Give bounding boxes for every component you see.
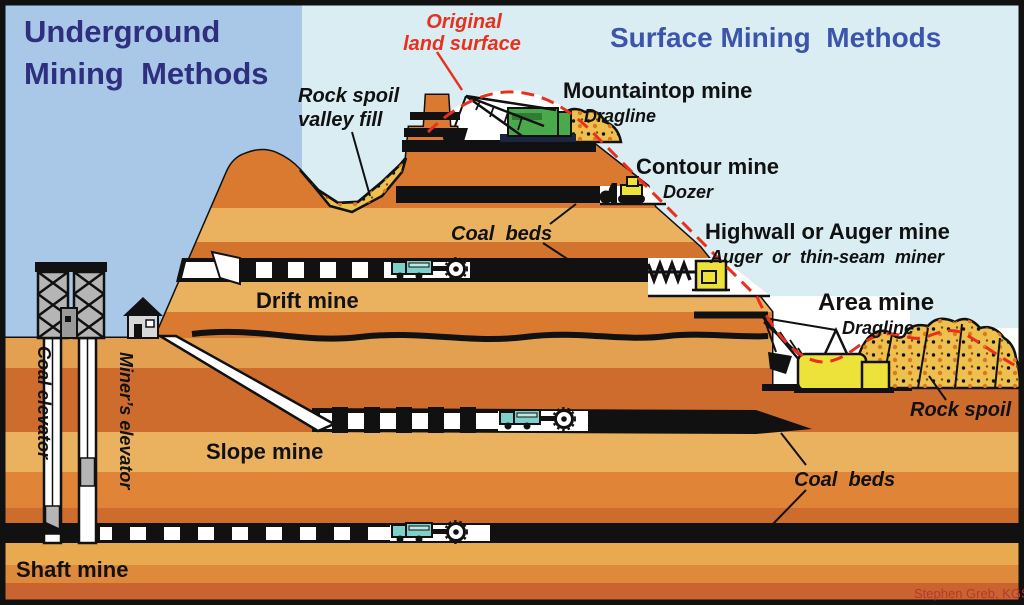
- original-land-surface-line: [426, 90, 1017, 368]
- area-mine-rock-spoil-piles: [855, 317, 1022, 390]
- slope-mine-label: Slope mine: [206, 439, 323, 464]
- rock-spoil-leader: [928, 375, 947, 401]
- mine-shafts: [42, 336, 98, 545]
- headframe-miners-elevator: [71, 262, 107, 340]
- coal-seam-a: [396, 186, 600, 203]
- valley-fill-speckles: [300, 158, 406, 212]
- mountaintop-mine-label: Mountaintop mine: [563, 78, 752, 103]
- drift-entrance-apron: [210, 250, 241, 286]
- coal-seam-thin-wavy: [191, 328, 769, 343]
- slope-portal-house: [123, 297, 163, 339]
- contour-mine-label: Contour mine: [636, 154, 779, 179]
- original-land-surface-leader: [435, 51, 464, 91]
- underground-title-line1: Underground: [24, 14, 220, 49]
- pyramid-stripe-1: [410, 112, 460, 120]
- highwall-equipment-label: Auger or thin-seam miner: [709, 247, 945, 267]
- mountaintop-equipment-label: Dragline: [584, 106, 656, 126]
- coal-beds-lower-label: Coal beds: [794, 469, 895, 491]
- coal-skip-car: [44, 505, 61, 535]
- shaft-shed: [60, 307, 78, 339]
- slope-mine-incline: [155, 334, 337, 433]
- surface-title: Surface Mining Methods: [610, 22, 941, 53]
- rock-spoil-valley-fill-label-line1: Rock spoil: [298, 85, 400, 107]
- drift-mine-label: Drift mine: [256, 288, 359, 313]
- contour-bulldozer: [599, 176, 645, 204]
- coal-beds-upper-label: Coal beds: [451, 223, 552, 245]
- valley-fill-leader: [351, 131, 371, 197]
- rock-spoil-label: Rock spoil: [910, 399, 1012, 421]
- highwall-mine-label: Highwall or Auger mine: [705, 219, 950, 244]
- contour-equipment-label: Dozer: [663, 182, 714, 202]
- original-land-surface-label-line2: land surface: [403, 33, 521, 55]
- area-equipment-label: Dragline: [842, 318, 914, 338]
- mountaintop-dragline: [440, 94, 576, 148]
- area-mine-dragline: [761, 315, 894, 393]
- miners-elevator-car: [79, 457, 96, 487]
- coal-beds-lower-leader-1: [780, 432, 807, 466]
- pyramid-stripe-2: [404, 128, 464, 137]
- coal-beds-lower-leader-2: [771, 489, 807, 526]
- highwall-auger-machine: [646, 259, 730, 292]
- leader-lines: [351, 131, 947, 526]
- credit-label: Stephen Greb, KGS: [914, 586, 1024, 601]
- shaft-mine-label: Shaft mine: [16, 557, 128, 582]
- miners-elevator-label: Miner’s elevator: [116, 352, 136, 490]
- coal-beds-upper-leader-2: [542, 242, 573, 263]
- underground-title-line2: Mining Methods: [24, 56, 269, 91]
- original-land-surface-label-line1: Original: [426, 11, 502, 33]
- coal-elevator-label: Coal elevator: [34, 346, 54, 460]
- coal-beds-upper-leader-1: [549, 203, 577, 225]
- area-mine-label: Area mine: [818, 289, 934, 316]
- rock-spoil-valley-fill-label-line2: valley fill: [298, 109, 383, 131]
